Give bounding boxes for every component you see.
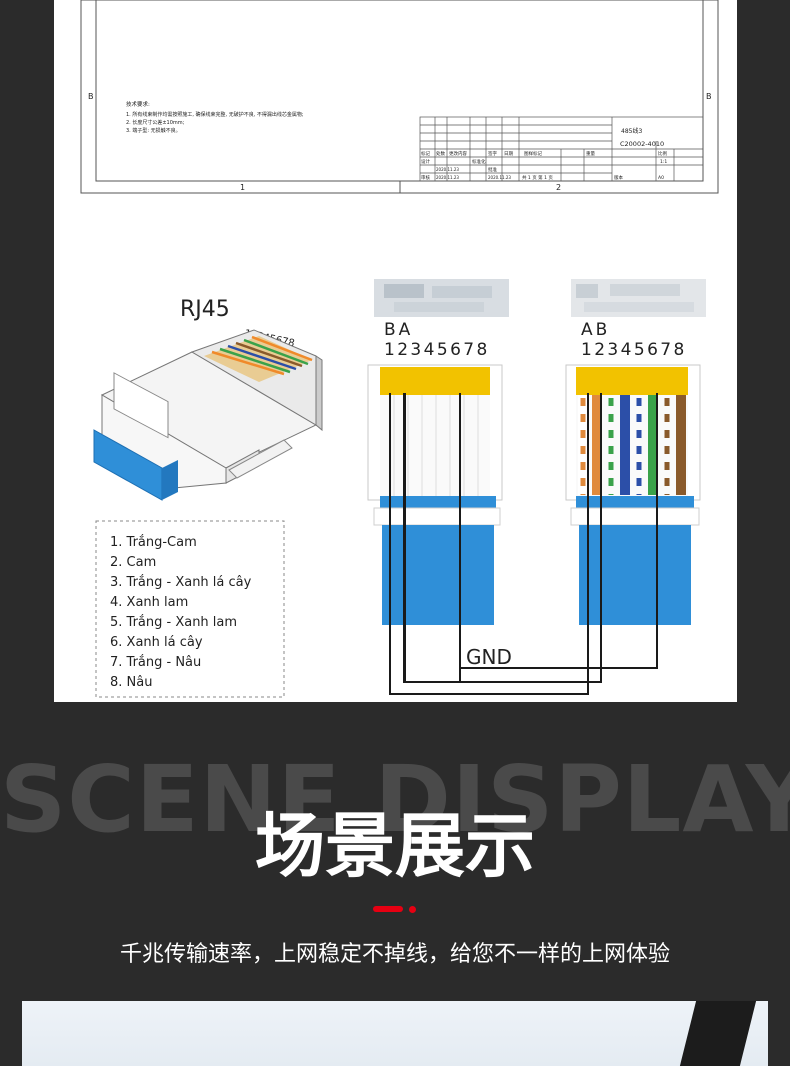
approve-date: 2020.11.23	[488, 175, 511, 180]
left-plug-label: BA	[384, 320, 413, 340]
legend-item-6: 6. Xanh lá cây	[110, 635, 203, 650]
size-label: 版本	[614, 174, 623, 181]
legend-item-2: 2. Cam	[110, 555, 156, 570]
legend-item-1: 1. Trắng-Cam	[110, 535, 197, 550]
designer-date: 2020.11.23	[436, 167, 459, 172]
weight-label: 重量	[586, 150, 595, 157]
title-block	[419, 116, 704, 182]
scene-background-text: SCENE DISPLAY	[0, 746, 790, 853]
scene-subtitle: 千兆传输速率，上网稳定不掉线，给您不一样的上网体验	[119, 942, 670, 967]
left-plug	[367, 364, 503, 625]
legend-item-7: 7. Trắng - Nâu	[110, 655, 201, 670]
border-marker-right: B	[706, 92, 712, 101]
legend-item-4: 4. Xanh lam	[110, 595, 188, 610]
checker-label: 审核	[421, 174, 430, 181]
checker-date: 2020.11.23	[436, 175, 459, 180]
scale-value: 1:1	[660, 159, 667, 165]
accent-dot	[409, 906, 416, 913]
size-value: A0	[658, 175, 664, 181]
row-label-count: 处数	[436, 150, 445, 157]
row-label-sign: 签字	[488, 150, 497, 157]
connector-title: RJ45	[180, 297, 230, 322]
note-line-2: 2. 长度尺寸公差±10mm;	[126, 119, 185, 126]
drawing-frame: B B 1 2	[80, 0, 719, 194]
technical-notes: 技术要求: 1. 所有线束制作均需按照施工, 确保线束完整, 无破护不良, 不得…	[126, 100, 304, 134]
standard-label: 标准化	[472, 158, 486, 165]
column-marker-1: 1	[240, 183, 245, 192]
note-line-3: 3. 端子型: 无损触不良。	[126, 127, 181, 134]
row-label-mark: 标记	[421, 150, 430, 157]
accent-dash	[373, 906, 403, 912]
right-plug	[565, 364, 701, 625]
legend-item-5: 5. Trắng - Xanh lam	[110, 615, 237, 630]
right-plug-header-blurred	[571, 279, 706, 317]
left-plug-header-blurred	[374, 279, 509, 317]
stage-label: 图样标记	[524, 150, 542, 157]
sheet-info: 共 1 页 第 1 页	[522, 174, 553, 181]
scene-photo	[22, 1001, 768, 1066]
color-legend: 1. Trắng-Cam 2. Cam 3. Trắng - Xanh lá c…	[95, 520, 285, 698]
notes-title: 技术要求:	[126, 100, 150, 108]
approve-label: 批准	[488, 166, 497, 173]
designer-label: 设计	[421, 158, 430, 165]
scene-title: 场景展示	[255, 805, 535, 887]
rj45-connector-illustration	[93, 329, 323, 501]
title-block-text: 485线3 C20002-4010 标记 处数 更改内容 签字 日期 设计 20…	[421, 127, 667, 181]
border-marker-left: B	[88, 92, 94, 101]
legend-item-8: 8. Nâu	[110, 675, 152, 690]
part-number: C20002-4010	[620, 140, 664, 148]
right-plug-label: AB	[581, 320, 610, 340]
legend-item-3: 3. Trắng - Xanh lá cây	[110, 575, 252, 590]
device-edge	[679, 1001, 757, 1066]
right-plug-pins: 12345678	[581, 340, 687, 360]
left-plug-pins: 12345678	[384, 340, 490, 360]
column-marker-2: 2	[556, 183, 561, 192]
row-label-date: 日期	[504, 151, 513, 157]
row-label-change: 更改内容	[449, 150, 467, 157]
scale-label: 比例	[658, 150, 667, 157]
gnd-label: GND	[466, 645, 512, 669]
wiring-diagram-sheet: B B 1 2 技术要求: 1. 所有线束制作均需按照施工, 确保线束完整, 无…	[54, 0, 737, 702]
part-name: 485线3	[621, 127, 642, 135]
note-line-1: 1. 所有线束制作均需按照施工, 确保线束完整, 无破护不良, 不得漏出线芯金属…	[126, 111, 304, 118]
